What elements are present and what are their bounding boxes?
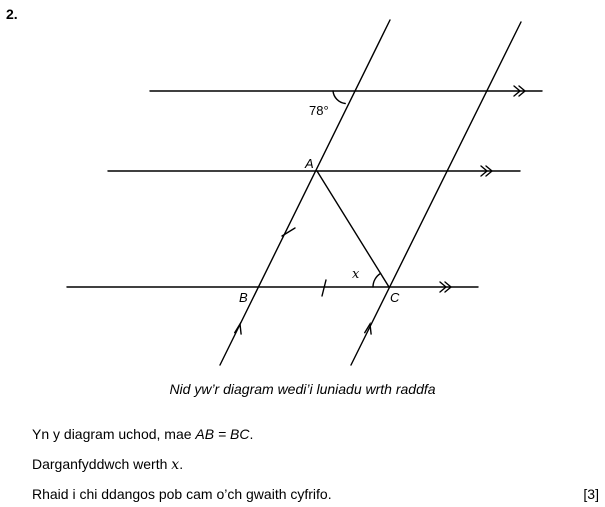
question-given: Yn y diagram uchod, mae AB = BC. <box>32 426 254 442</box>
question-task: Darganfyddwch werth x. <box>32 456 184 473</box>
angle-arc-78 <box>332 90 346 105</box>
angle-arc-x <box>372 272 382 288</box>
double-arrow-top <box>513 85 522 97</box>
point-b-label: B <box>239 290 248 305</box>
geometry-diagram: 78° A B C x <box>66 19 543 366</box>
tick-mark-ab <box>281 227 296 237</box>
equation-ab-bc: AB = BC <box>195 426 250 442</box>
slanted-line-left <box>219 19 391 366</box>
question-number: 2. <box>6 6 18 22</box>
angle-78-label: 78° <box>309 103 329 118</box>
tick-mark-bc <box>321 279 327 297</box>
double-arrow-middle <box>480 165 489 177</box>
marks-label: [3] <box>583 486 599 502</box>
question-instruction: Rhaid i chi ddangos pob cam o’ch gwaith … <box>32 486 332 502</box>
diagram-caption: Nid yw’r diagram wedi’i luniadu wrth rad… <box>169 381 436 397</box>
arrow-left-slant <box>233 321 242 335</box>
point-c-label: C <box>390 290 400 305</box>
angle-x-label: x <box>352 267 360 282</box>
arrow-right-slant <box>364 321 372 335</box>
point-a-label: A <box>304 156 314 171</box>
double-arrow-bottom <box>439 281 448 293</box>
variable-x: x <box>171 457 180 473</box>
segment-ac <box>316 170 390 288</box>
slanted-line-right <box>350 21 522 366</box>
